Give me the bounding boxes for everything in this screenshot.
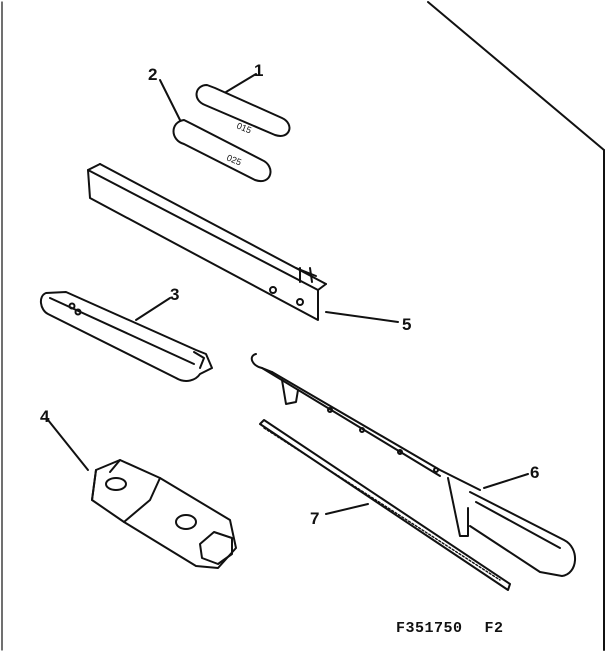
- callout-5: 5: [402, 315, 411, 334]
- callout-1: 1: [254, 61, 263, 80]
- callout-3: 3: [170, 285, 179, 304]
- figure-code-line: F351750 F2: [396, 620, 526, 637]
- callout-4: 4: [40, 407, 50, 426]
- part-1-gauge-tab: 015: [195, 84, 291, 137]
- figure-code: F351750: [396, 620, 463, 637]
- callout-2: 2: [148, 65, 157, 84]
- gauge-upper-stamp: 015: [235, 121, 253, 136]
- part-3-flat-wrench: [40, 291, 213, 382]
- part-6-saw-frame: [250, 353, 576, 577]
- callout-labels: 1 2 3 4 5 6 7: [40, 61, 539, 528]
- part-2-gauge-tab: 025: [172, 119, 272, 183]
- part-5-guide-bar: [87, 163, 327, 321]
- part-4-socket-wrench: [91, 459, 237, 569]
- figure-ref: F2: [484, 620, 504, 637]
- callout-leaders: [47, 73, 529, 515]
- part-7-file-blade: [259, 419, 511, 591]
- callout-7: 7: [310, 509, 319, 528]
- callout-6: 6: [530, 463, 539, 482]
